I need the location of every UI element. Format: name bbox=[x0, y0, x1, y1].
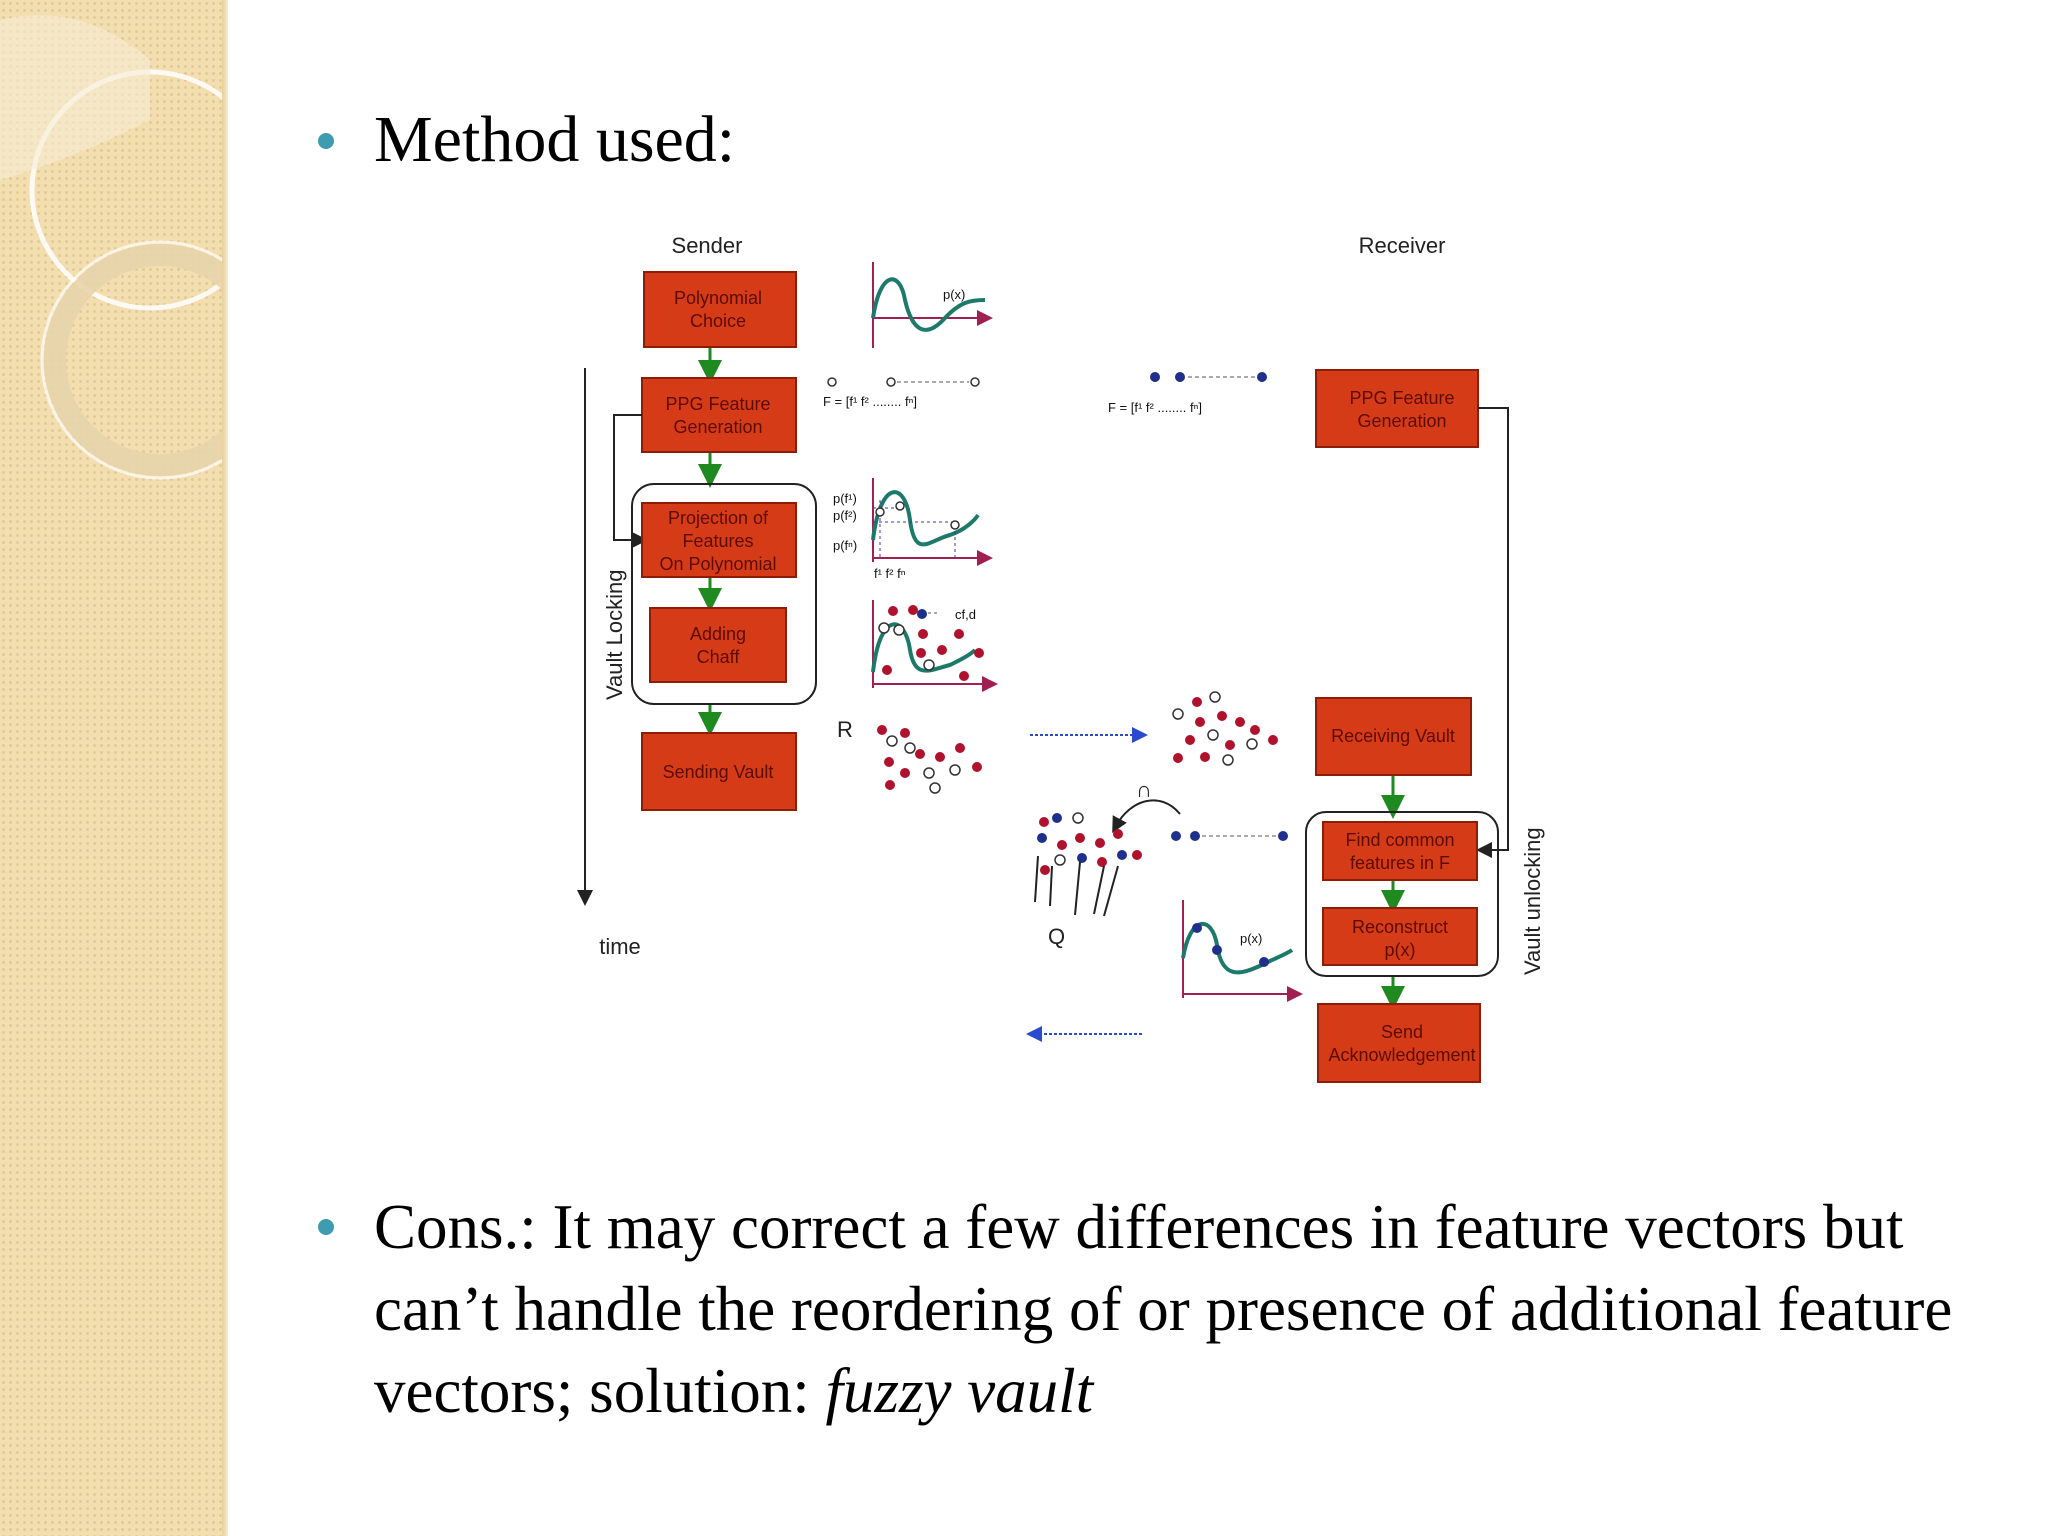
receiver-box-receiving-vault: Receiving Vault bbox=[1315, 697, 1472, 776]
box-label: Generation bbox=[673, 417, 762, 437]
bullet-cons: Cons.: It may correct a few differences … bbox=[374, 1186, 1994, 1432]
receiver-heading: Receiver bbox=[1359, 233, 1446, 258]
sender-box-adding-chaff: Adding Chaff bbox=[649, 607, 787, 683]
vault-unlocking-label: Vault unlocking bbox=[1520, 827, 1545, 975]
proj-y3-label: p(fⁿ) bbox=[833, 538, 857, 553]
sender-box-projection: Projection of Features On Polynomial bbox=[641, 502, 797, 578]
box-label: Generation bbox=[1357, 411, 1446, 431]
box-label: Projection of bbox=[668, 508, 769, 528]
sender-box-polynomial-choice: Polynomial Choice bbox=[643, 271, 797, 348]
receiver-box-ppg-feature-generation: PPG Feature Generation bbox=[1315, 369, 1479, 448]
intersect-symbol: ∩ bbox=[1136, 777, 1152, 802]
receiver-box-send-acknowledgement: Send Acknowledgement bbox=[1317, 1003, 1481, 1083]
feedback-connector bbox=[613, 414, 648, 548]
proj-y2-label: p(f²) bbox=[833, 508, 857, 523]
unlocking-group-outline bbox=[1305, 811, 1499, 977]
box-label: Receiving Vault bbox=[1331, 726, 1455, 746]
intersection-arrow bbox=[1112, 799, 1181, 834]
box-label: PPG Feature bbox=[665, 394, 770, 414]
bullet-marker bbox=[318, 1219, 334, 1235]
cons-solution-emphasis: fuzzy vault bbox=[825, 1356, 1094, 1426]
box-label: Find common bbox=[1345, 830, 1454, 850]
sender-feature-vector: F = [f¹ f² ........ fⁿ] bbox=[823, 377, 980, 409]
sidebar-edge bbox=[222, 0, 228, 1536]
box-label: Sending Vault bbox=[663, 762, 774, 782]
matched-points-cluster bbox=[1034, 812, 1142, 917]
box-label: Polynomial bbox=[674, 288, 762, 308]
box-label: Adding bbox=[690, 624, 746, 644]
cons-text: Cons.: It may correct a few differences … bbox=[374, 1192, 1953, 1426]
chaff-graph-icon: cf,d bbox=[871, 600, 998, 692]
q-label: Q bbox=[1048, 924, 1065, 949]
box-label: p(x) bbox=[1385, 940, 1416, 960]
receiver-feature-vector: F = [f¹ f² ........ fⁿ] bbox=[1108, 372, 1267, 415]
fs-label: F = [f¹ f² ........ fⁿ] bbox=[823, 394, 917, 409]
locking-group-outline bbox=[631, 483, 817, 705]
polynomial-graph-icon: p(x) bbox=[871, 262, 993, 348]
receiver-box-find-common-features: Find common features in F bbox=[1322, 821, 1478, 881]
reconstruct-graph-icon: p(x) bbox=[1181, 900, 1303, 1002]
r-label: R bbox=[837, 717, 853, 742]
bullet-method-used: Method used: bbox=[374, 103, 736, 176]
received-vault-points bbox=[1172, 691, 1278, 766]
receiver-feedback-connector bbox=[1476, 407, 1509, 858]
sidebar-circles-ornament bbox=[0, 15, 228, 480]
box-label: Choice bbox=[690, 311, 746, 331]
px-label-receiver: p(x) bbox=[1240, 931, 1262, 946]
receiver-box-reconstruct: Reconstruct p(x) bbox=[1322, 907, 1478, 966]
vault-locking-label: Vault Locking bbox=[602, 570, 627, 700]
chaff-label: cf,d bbox=[955, 607, 976, 622]
px-label: p(x) bbox=[943, 287, 965, 302]
box-label: PPG Feature bbox=[1349, 388, 1454, 408]
box-label: Send bbox=[1381, 1022, 1423, 1042]
time-label: time bbox=[599, 934, 641, 959]
sender-box-sending-vault: Sending Vault bbox=[641, 732, 797, 811]
sender-heading: Sender bbox=[672, 233, 743, 258]
proj-y1-label: p(f¹) bbox=[833, 491, 857, 506]
box-label: features in F bbox=[1350, 853, 1450, 873]
sent-vault-points bbox=[877, 725, 982, 794]
box-label: On Polynomial bbox=[659, 554, 776, 574]
bullet-marker bbox=[318, 133, 334, 149]
box-label: Features bbox=[682, 531, 753, 551]
proj-x-label: f¹ f² fⁿ bbox=[874, 566, 906, 581]
sender-box-ppg-feature-generation: PPG Feature Generation bbox=[641, 377, 797, 453]
box-label: Chaff bbox=[697, 647, 741, 667]
box-label: Acknowledgement bbox=[1328, 1045, 1475, 1065]
decorative-sidebar bbox=[0, 0, 228, 1536]
projection-graph-icon: p(f¹) p(f²) p(fⁿ) f¹ f² fⁿ bbox=[833, 478, 993, 581]
received-feature-points bbox=[1171, 831, 1288, 841]
box-label: Reconstruct bbox=[1352, 917, 1448, 937]
fr-label: F = [f¹ f² ........ fⁿ] bbox=[1108, 400, 1202, 415]
